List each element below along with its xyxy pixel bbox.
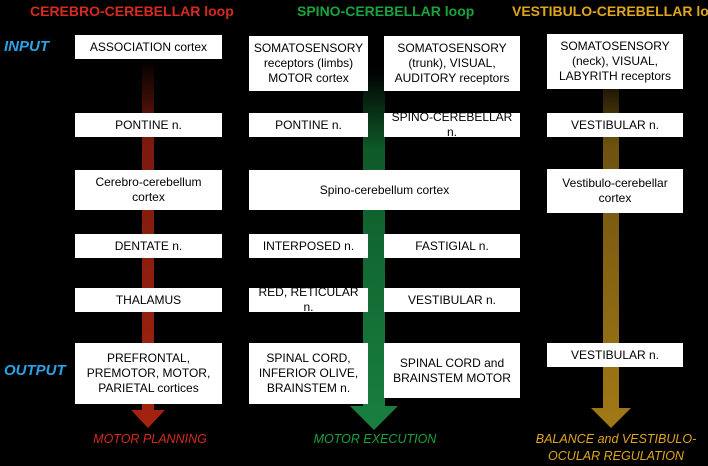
spino-box-spinal-cord-olive: SPINAL CORD, INFERIOR OLIVE, BRAINSTEM n… — [249, 343, 368, 404]
spino-box-spino-cerebellar: SPINO-CEREBELLAR n. — [384, 110, 520, 139]
spino-box-somatosensory-limbs-text: SOMATOSENSORY receptors (limbs) MOTOR co… — [253, 41, 364, 85]
cerebro-box-thalamus: THALAMUS — [75, 288, 222, 312]
spino-box-red-reticular: RED, RETICULAR n. — [249, 285, 368, 314]
vestibulo-box-vestibular-output: VESTIBULAR n. — [547, 343, 683, 367]
cerebro-box-dentate: DENTATE n. — [75, 234, 222, 258]
spino-box-spinal-cord-brainstem: SPINAL CORD and BRAINSTEM MOTOR — [384, 343, 520, 398]
cerebro-box-cerebellum-cortex: Cerebro-cerebellum cortex — [75, 170, 222, 210]
cerebro-box-pontine: PONTINE n. — [75, 113, 222, 137]
input-label: INPUT — [4, 38, 49, 55]
spino-box-interposed: INTERPOSED n. — [249, 234, 368, 258]
cerebro-box-association-cortex: ASSOCIATION cortex — [75, 35, 222, 59]
spino-outcome: MOTOR EXECUTION — [313, 432, 437, 446]
spino-title: SPINO-CEREBELLAR loop — [297, 3, 475, 19]
vestibulo-outcome: BALANCE and VESTIBULO- OCULAR REGULATION — [524, 431, 708, 465]
vestibulo-outcome-line1: BALANCE and VESTIBULO- — [535, 432, 697, 446]
spino-box-somatosensory-limbs: SOMATOSENSORY receptors (limbs) MOTOR co… — [249, 36, 368, 91]
spino-box-vestibular: VESTIBULAR n. — [384, 288, 520, 312]
vestibulo-arrow — [591, 66, 631, 428]
vestibulo-title: VESTIBULO-CEREBELLAR loop — [512, 3, 708, 19]
cerebro-outcome: MOTOR PLANNING — [93, 432, 207, 446]
cerebro-title: CEREBRO-CEREBELLAR loop — [30, 3, 234, 19]
vestibulo-box-somatosensory-neck: SOMATOSENSORY (neck), VISUAL, LABYRITH r… — [547, 34, 683, 89]
vestibulo-outcome-line2: OCULAR REGULATION — [548, 449, 684, 463]
spino-arrow — [350, 70, 398, 430]
spino-box-somatosensory-trunk: SOMATOSENSORY (trunk), VISUAL, AUDITORY … — [384, 36, 520, 91]
spino-box-fastigial: FASTIGIAL n. — [384, 234, 520, 258]
vestibulo-box-cerebellar-cortex: Vestibulo-cerebellar cortex — [547, 169, 683, 213]
cerebro-box-cortices: PREFRONTAL, PREMOTOR, MOTOR, PARIETAL co… — [75, 343, 222, 404]
output-label: OUTPUT — [4, 362, 66, 379]
vestibulo-box-vestibular-top: VESTIBULAR n. — [547, 113, 683, 137]
spino-box-cerebellum-cortex: Spino-cerebellum cortex — [249, 170, 520, 210]
spino-box-pontine: PONTINE n. — [249, 113, 368, 137]
